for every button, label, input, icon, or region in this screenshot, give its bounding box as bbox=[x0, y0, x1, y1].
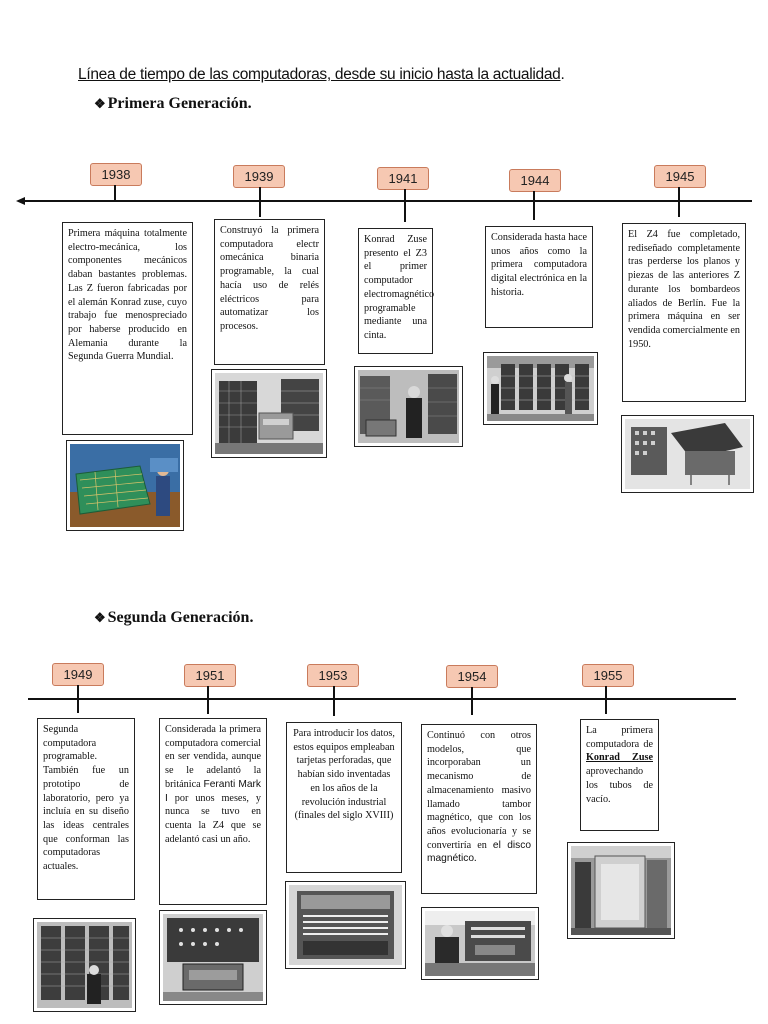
timeline-connector bbox=[471, 687, 473, 715]
arrow-left-icon bbox=[16, 197, 25, 205]
year-label-1938: 1938 bbox=[90, 163, 142, 186]
photo-ibm-650-operator bbox=[421, 907, 539, 980]
year-label-1941: 1941 bbox=[377, 167, 429, 190]
year-label-1953: 1953 bbox=[307, 664, 359, 687]
photo-manchester-mark1 bbox=[33, 918, 136, 1012]
photo-z2-machine bbox=[211, 369, 327, 458]
year-label-1944: 1944 bbox=[509, 169, 561, 192]
photo-z22-computer bbox=[567, 842, 675, 939]
event-box-1945: El Z4 fue completado, rediseñado complet… bbox=[622, 223, 746, 402]
event-box-1949: Segunda computadora programable. También… bbox=[37, 718, 135, 900]
second-generation-heading: ❖Segunda Generación. bbox=[94, 609, 253, 627]
timeline-connector bbox=[259, 187, 261, 217]
event-box-1941: Konrad Zuse presento el Z3 el primer com… bbox=[358, 228, 433, 354]
year-label-1954: 1954 bbox=[446, 665, 498, 688]
year-label-1939: 1939 bbox=[233, 165, 285, 188]
event-box-1938: Primera máquina totalmente electro-mecán… bbox=[62, 222, 193, 435]
photo-univac bbox=[159, 910, 267, 1005]
timeline-connector bbox=[333, 686, 335, 716]
timeline-connector bbox=[605, 686, 607, 714]
photo-ibm-701-panel bbox=[285, 881, 406, 969]
year-label-1955: 1955 bbox=[582, 664, 634, 687]
timeline-axis-1 bbox=[24, 200, 752, 202]
year-label-1949: 1949 bbox=[52, 663, 104, 686]
photo-z3-konrad-zuse bbox=[354, 366, 463, 447]
photo-z4-machine bbox=[621, 415, 754, 493]
diamond-bullet-icon: ❖ bbox=[94, 96, 106, 111]
diamond-bullet-icon: ❖ bbox=[94, 610, 106, 625]
timeline-connector bbox=[114, 185, 116, 201]
document-title: Línea de tiempo de las computadoras, des… bbox=[78, 66, 565, 84]
timeline-connector bbox=[404, 189, 406, 222]
timeline-connector bbox=[678, 187, 680, 217]
year-label-1945: 1945 bbox=[654, 165, 706, 188]
event-box-1955: La primera computadora de Konrad Zuse ap… bbox=[580, 719, 659, 831]
event-box-1939: Construyó la primera computadora electr … bbox=[214, 219, 325, 365]
event-box-1953: Para introducir los datos, estos equipos… bbox=[286, 722, 402, 873]
year-label-1951: 1951 bbox=[184, 664, 236, 687]
event-box-1954: Continuó con otros modelos, que incorpor… bbox=[421, 724, 537, 894]
event-box-1951: Considerada la primera computadora comer… bbox=[159, 718, 267, 905]
photo-eniac bbox=[483, 352, 598, 425]
timeline-connector bbox=[207, 686, 209, 714]
timeline-connector bbox=[77, 685, 79, 713]
timeline-connector bbox=[533, 191, 535, 220]
photo-z1-machine bbox=[66, 440, 184, 531]
first-generation-heading: ❖Primera Generación. bbox=[94, 95, 252, 113]
timeline-axis-2 bbox=[28, 698, 736, 700]
event-box-1944: Considerada hasta hace unos años como la… bbox=[485, 226, 593, 328]
